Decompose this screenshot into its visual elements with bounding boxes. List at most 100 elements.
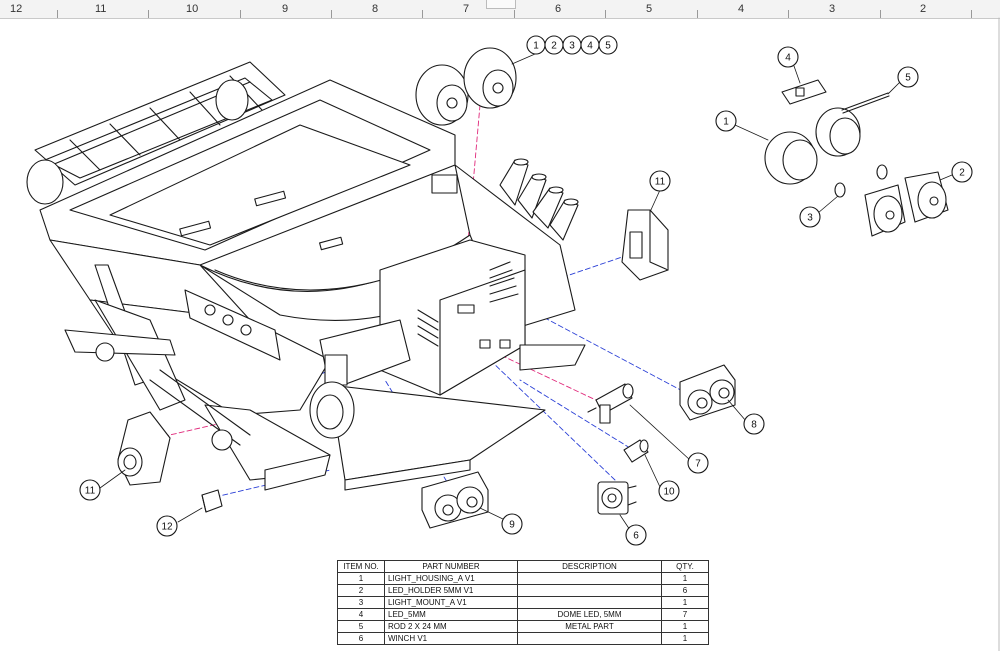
detail-light-assembly: [764, 79, 949, 237]
ruler-tick: [422, 10, 423, 18]
balloon-1: 1: [715, 110, 737, 132]
balloon-label-11: 11: [655, 177, 666, 188]
ruler-label-6: 6: [555, 3, 562, 15]
ruler-label-7: 7: [463, 3, 470, 15]
roof-led-holders: [499, 158, 579, 241]
balloons: 1 2 3 4 5 1 4 5 2 3 11: [79, 35, 973, 546]
balloon-12: 12: [156, 515, 178, 537]
ruler-tick: [605, 10, 606, 18]
balloon-label-2: 2: [551, 41, 557, 52]
balloon-group-top: 1 2 3 4 5: [526, 35, 618, 55]
ruler-label-10: 10: [186, 3, 199, 15]
bom-cell-part: LIGHT_HOUSING_A V1: [384, 572, 518, 585]
ruler-label-9: 9: [282, 3, 289, 15]
bom-cell-desc: METAL PART: [517, 620, 662, 633]
bom-cell-qty: 1: [661, 632, 709, 645]
balloon-10: 10: [658, 480, 680, 502]
ruler-tick: [148, 10, 149, 18]
balloon-5: 5: [897, 66, 919, 88]
part-6-winch: [597, 481, 637, 515]
bom-cell-item: 3: [337, 596, 385, 609]
chassis-body: [26, 61, 586, 491]
detail-led-holder-right: [904, 171, 949, 223]
bom-cell-item: 6: [337, 632, 385, 645]
balloon-label-1: 1: [533, 41, 539, 52]
bom-row: 5 ROD 2 X 24 MM METAL PART 1: [337, 620, 709, 633]
bom-row: 2 LED_HOLDER 5MM V1 6: [337, 584, 709, 597]
balloon-label-3: 3: [569, 41, 575, 52]
balloon-11-right: 11: [649, 170, 671, 192]
bom-cell-desc: [517, 584, 662, 597]
ruler-label-12: 12: [10, 3, 23, 15]
balloon-2: 2: [951, 161, 973, 183]
bom-cell-qty: 1: [661, 620, 709, 633]
ruler-tick: [514, 10, 515, 18]
bom-header-qty: QTY.: [661, 560, 709, 573]
detail-mount-plate: [781, 79, 827, 105]
balloon-label-4: 4: [587, 41, 593, 52]
top-ruler: 12 11 10 9 8 7 6 5 4 3 2: [0, 0, 1000, 19]
bom-cell-qty: 6: [661, 584, 709, 597]
bom-header-item: ITEM NO.: [337, 560, 385, 573]
balloon-label-4: 4: [785, 53, 791, 64]
bom-row: 3 LIGHT_MOUNT_A V1 1: [337, 596, 709, 609]
bom-row: 4 LED_5MM DOME LED, 5MM 7: [337, 608, 709, 621]
ruler-tick: [788, 10, 789, 18]
bom-cell-item: 2: [337, 584, 385, 597]
balloon-label-1: 1: [723, 117, 729, 128]
balloon-label-2: 2: [959, 168, 965, 179]
leader-lines: [99, 53, 953, 531]
ruler-tick: [697, 10, 698, 18]
ruler-tick: [240, 10, 241, 18]
bom-cell-item: 1: [337, 572, 385, 585]
balloon-6: 6: [625, 524, 647, 546]
part-light-housing-top: [415, 47, 517, 126]
bom-header-part: PART NUMBER: [384, 560, 518, 573]
part-12-block: [201, 489, 223, 513]
part-7-motor: [587, 383, 634, 424]
bom-cell-desc: [517, 572, 662, 585]
bom-cell-qty: 1: [661, 572, 709, 585]
bom-cell-part: LED_5MM: [384, 608, 518, 621]
balloon-label-5: 5: [605, 41, 611, 52]
balloon-label-10: 10: [663, 487, 675, 498]
balloon-8: 8: [743, 413, 765, 435]
bom-cell-qty: 7: [661, 608, 709, 621]
balloon-7: 7: [687, 452, 709, 474]
bom-header-row: ITEM NO. PART NUMBER DESCRIPTION QTY.: [337, 560, 709, 573]
ruler-label-3: 3: [829, 3, 836, 15]
balloon-4: 4: [777, 46, 799, 68]
bom-cell-part: LIGHT_MOUNT_A V1: [384, 596, 518, 609]
bom-cell-part: WINCH V1: [384, 632, 518, 645]
ruler-handle[interactable]: [486, 0, 516, 9]
ruler-tick: [57, 10, 58, 18]
ruler-label-4: 4: [738, 3, 745, 15]
part-10-led: [623, 439, 649, 463]
part-8-light-mount: [679, 364, 736, 421]
balloon-label-7: 7: [695, 459, 701, 470]
detail-led: [834, 164, 888, 198]
bom-cell-desc: [517, 596, 662, 609]
balloon-label-3: 3: [807, 213, 813, 224]
detail-rod: [841, 92, 890, 114]
balloon-label-11: 11: [85, 486, 96, 497]
roof-rack: [26, 61, 286, 205]
balloon-label-5: 5: [905, 73, 911, 84]
bill-of-materials-table: ITEM NO. PART NUMBER DESCRIPTION QTY. 1 …: [337, 560, 709, 645]
balloon-11-left: 11: [79, 479, 101, 501]
bom-cell-qty: 1: [661, 596, 709, 609]
ruler-label-5: 5: [646, 3, 653, 15]
bom-cell-desc: [517, 632, 662, 645]
balloon-label-8: 8: [751, 420, 757, 431]
ruler-tick: [880, 10, 881, 18]
bom-cell-item: 5: [337, 620, 385, 633]
part-light-11-left: [117, 411, 171, 486]
ruler-tick: [331, 10, 332, 18]
bom-cell-part: ROD 2 X 24 MM: [384, 620, 518, 633]
ruler-label-2: 2: [920, 3, 927, 15]
bom-row: 1 LIGHT_HOUSING_A V1 1: [337, 572, 709, 585]
part-light-11-right: [621, 209, 669, 281]
bom-header-desc: DESCRIPTION: [517, 560, 662, 573]
detail-led-holder-left: [864, 184, 906, 237]
